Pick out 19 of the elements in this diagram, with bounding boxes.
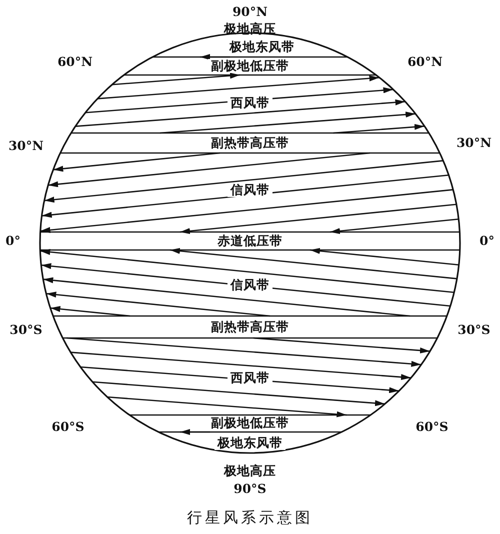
wind-belt-label: 西风带 — [228, 96, 272, 110]
caption: 行星风系示意图 — [187, 508, 313, 528]
latitude-label: 0° — [6, 234, 20, 248]
wind-belt-label: 信风带 — [228, 183, 272, 197]
latitude-label: 60°S — [416, 420, 448, 434]
latitude-label: 90°N — [232, 5, 268, 19]
latitude-label: 30°S — [10, 323, 42, 337]
latitude-label: 0° — [480, 234, 494, 248]
latitude-label: 60°S — [52, 420, 84, 434]
latitude-label: 60°N — [57, 55, 93, 69]
latitude-label: 90°S — [234, 482, 266, 496]
latitude-label: 30°S — [458, 323, 490, 337]
wind-belt-label: 西风带 — [228, 371, 272, 385]
latitude-label: 30°N — [456, 136, 492, 150]
wind-belt-label: 极地东风带 — [214, 436, 286, 450]
latitude-label: 30°N — [8, 139, 44, 153]
pressure-belt-label: 极地高压 — [224, 464, 276, 478]
latitude-label: 60°N — [407, 55, 443, 69]
wind-belt-label: 信风带 — [228, 278, 272, 292]
